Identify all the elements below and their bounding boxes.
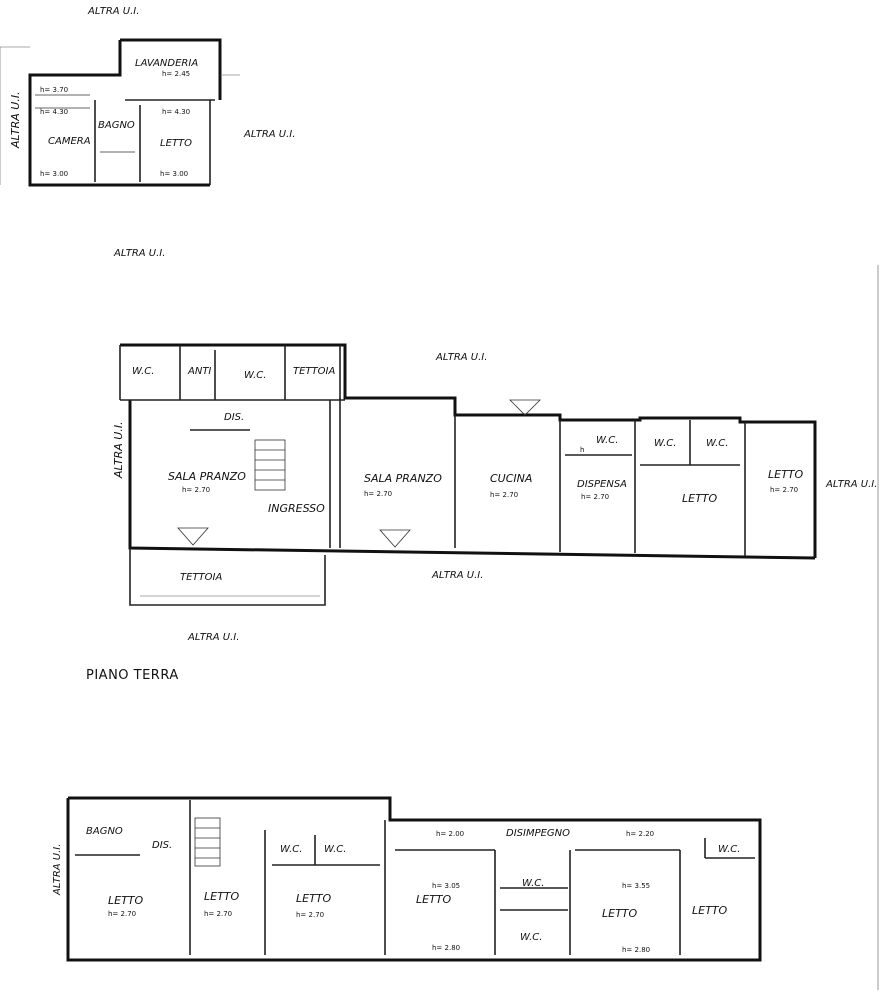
room-letto: LETTO	[682, 492, 718, 505]
room-dis: DIS.	[224, 412, 244, 423]
first-floor-altra-left-label: ALTRA U.I.	[52, 844, 63, 896]
room-bagno: BAGNO	[86, 826, 123, 837]
room-sala-pranzo-height: h= 2.70	[182, 486, 210, 494]
room-dis: DIS.	[152, 840, 172, 851]
room-letto: LETTO	[296, 892, 332, 905]
room-letto: LETTO	[108, 894, 144, 907]
room-bagno: BAGNO	[98, 120, 135, 131]
fireplace-icon	[509, 399, 541, 416]
room-letto-height: h= 3.05	[432, 882, 460, 890]
room-sala-pranzo-height: h= 2.70	[364, 490, 392, 498]
room-letto-height: h= 2.70	[770, 486, 798, 494]
wall	[28, 40, 210, 187]
altra-ui-label: ALTRA U.I.	[113, 248, 165, 259]
wall	[129, 548, 326, 606]
corridor-height: h= 2.20	[626, 830, 654, 838]
room-wc: W.C.	[596, 435, 618, 446]
room-letto-height: h= 2.70	[204, 910, 232, 918]
first-floor-plan: ALTRA U.I. BAGNO DIS. LETTO h= 2.70 LETT…	[52, 796, 762, 962]
wall	[66, 796, 762, 962]
room-letto: LETTO	[160, 138, 192, 149]
room-tettoia: TETTOIA	[180, 572, 222, 583]
room-letto: LETTO	[602, 907, 638, 920]
room-letto-height: h= 2.70	[296, 911, 324, 919]
room-letto-height: h= 2.80	[622, 946, 650, 954]
top-unit-altra-right-label: ALTRA U.I.	[243, 129, 295, 140]
room-sala-pranzo: SALA PRANZO	[168, 470, 246, 483]
staircase	[194, 817, 221, 867]
stairs-outline	[254, 439, 286, 491]
room-letto-height: h= 2.70	[108, 910, 136, 918]
room-camera: CAMERA	[48, 136, 91, 147]
wall	[120, 38, 222, 100]
room-camera-height: h= 4.30	[40, 108, 68, 116]
room-wc: W.C.	[132, 366, 154, 377]
room-ingresso: INGRESSO	[268, 502, 325, 515]
room-letto: LETTO	[692, 904, 728, 917]
room-tettoia: TETTOIA	[293, 366, 335, 377]
room-wc: W.C.	[520, 932, 542, 943]
room-wc: W.C.	[280, 844, 302, 855]
room-wc: W.C.	[654, 438, 676, 449]
ground-floor-plan: ALTRA U.I. ALTRA U.I. ALTRA U.I.	[112, 343, 877, 643]
room-cucina: CUCINA	[490, 472, 532, 485]
ground-floor-altra-below-label: ALTRA U.I.	[187, 632, 239, 643]
fireplace-icon	[177, 527, 209, 546]
room-wc: W.C.	[718, 844, 740, 855]
room-letto: LETTO	[416, 893, 452, 906]
top-unit-plan: ALTRA U.I. ALTRA U.I. ALTRA U.I. LAVANDE…	[0, 6, 295, 187]
wall	[120, 343, 817, 558]
room-letto-height: h= 3.55	[622, 882, 650, 890]
corridor-height: h= 2.00	[436, 830, 464, 838]
room-sala-pranzo: SALA PRANZO	[364, 472, 442, 485]
room-lavanderia-height: h= 2.45	[162, 70, 190, 78]
fireplace-icon	[379, 529, 411, 548]
room-disimpegno: DISIMPEGNO	[506, 828, 570, 839]
staircase	[254, 439, 286, 491]
ground-floor-altra-top-label: ALTRA U.I.	[435, 352, 487, 363]
room-letto-height: h= 4.30	[162, 108, 190, 116]
top-unit-altra-top-label: ALTRA U.I.	[87, 6, 139, 17]
room-wc-height: h	[580, 446, 584, 454]
room-cucina-height: h= 2.70	[490, 491, 518, 499]
room-camera-height: h= 3.70	[40, 86, 68, 94]
room-anti: ANTI	[187, 366, 211, 377]
ground-floor-altra-bottom-label: ALTRA U.I.	[431, 570, 483, 581]
stairs-outline	[194, 817, 221, 867]
room-camera-height: h= 3.00	[40, 170, 68, 178]
room-wc: W.C.	[324, 844, 346, 855]
ground-floor-altra-right-label: ALTRA U.I.	[825, 479, 877, 490]
room-wc: W.C.	[706, 438, 728, 449]
room-letto-height: h= 2.80	[432, 944, 460, 952]
room-dispensa-height: h= 2.70	[581, 493, 609, 501]
room-dispensa: DISPENSA	[577, 479, 627, 490]
room-lavanderia: LAVANDERIA	[135, 58, 198, 69]
room-wc: W.C.	[244, 370, 266, 381]
top-unit-altra-left-label: ALTRA U.I.	[9, 91, 22, 149]
room-letto: LETTO	[204, 890, 240, 903]
room-letto-height: h= 3.00	[160, 170, 188, 178]
room-wc: W.C.	[522, 878, 544, 889]
ground-floor-altra-left-label: ALTRA U.I.	[112, 421, 125, 479]
room-letto: LETTO	[768, 468, 804, 481]
ground-floor-title: PIANO TERRA	[86, 668, 179, 683]
